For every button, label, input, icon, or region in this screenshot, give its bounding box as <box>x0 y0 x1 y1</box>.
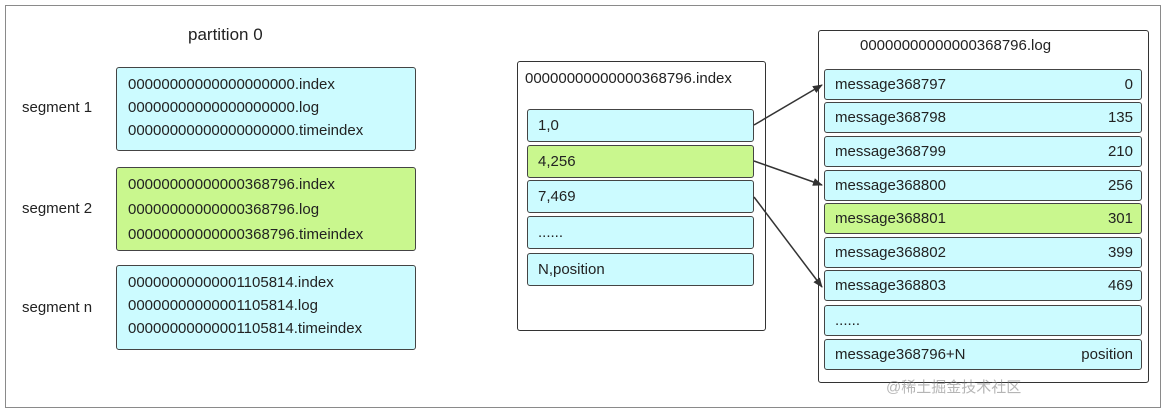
segment-file: 00000000000000368796.timeindex <box>128 226 364 243</box>
log-message-row: message368803 469 <box>824 270 1142 301</box>
segment-file: 00000000000001105814.log <box>128 297 318 314</box>
message-position: 0 <box>1124 76 1133 93</box>
log-message-row: message368796+N position <box>824 339 1142 370</box>
message-position: 135 <box>1107 109 1133 126</box>
index-entry: 1,0 <box>527 109 754 142</box>
message-position: 469 <box>1107 277 1133 294</box>
segment-file: 00000000000000000000.timeindex <box>128 122 364 139</box>
segment-label: segment n <box>22 299 93 316</box>
message-name: message368796+N <box>835 346 966 363</box>
message-name: message368798 <box>835 109 946 126</box>
message-position: 399 <box>1107 244 1133 261</box>
message-name: ...... <box>835 312 861 329</box>
message-position: position <box>1081 346 1133 363</box>
segment-file: 00000000000000000000.index <box>128 76 335 93</box>
log-message-row: ...... <box>824 305 1142 336</box>
message-name: message368801 <box>835 210 946 227</box>
segment-file: 00000000000000368796.index <box>128 176 335 193</box>
index-file-title: 00000000000000368796.index <box>525 70 732 87</box>
segment-files-box: 00000000000000000000.index 0000000000000… <box>116 67 416 151</box>
message-position: 256 <box>1107 177 1133 194</box>
message-name: message368800 <box>835 177 946 194</box>
log-message-row: message368801 301 <box>824 203 1142 234</box>
message-name: message368802 <box>835 244 946 261</box>
log-message-row: message368800 256 <box>824 170 1142 201</box>
arrow-entry-7-469 <box>753 196 823 288</box>
message-name: message368797 <box>835 76 946 93</box>
segment-files-box: 00000000000000368796.index 0000000000000… <box>116 167 416 251</box>
arrow-entry-4-256 <box>753 160 823 186</box>
arrow-entry-1-0 <box>753 84 823 126</box>
log-message-row: message368799 210 <box>824 136 1142 167</box>
message-position: 210 <box>1107 143 1133 160</box>
watermark: @稀土掘金技术社区 <box>886 379 1022 396</box>
segment-file: 00000000000000368796.log <box>128 201 320 218</box>
message-name: message368803 <box>835 277 946 294</box>
index-entry: 4,256 <box>527 145 754 178</box>
index-entry: ...... <box>527 216 754 249</box>
message-position: 301 <box>1107 210 1133 227</box>
segment-file: 00000000000001105814.timeindex <box>128 320 363 337</box>
log-file-title: 00000000000000368796.log <box>860 37 1052 54</box>
log-message-row: message368798 135 <box>824 102 1142 133</box>
segment-label: segment 1 <box>22 99 93 116</box>
index-entry: N,position <box>527 253 754 286</box>
log-message-row: message368797 0 <box>824 69 1142 100</box>
partition-title: partition 0 <box>188 25 263 44</box>
log-message-row: message368802 399 <box>824 237 1142 268</box>
message-name: message368799 <box>835 143 946 160</box>
index-entry: 7,469 <box>527 180 754 213</box>
segment-file: 00000000000000000000.log <box>128 99 320 116</box>
segment-file: 00000000000001105814.index <box>128 274 334 291</box>
segment-label: segment 2 <box>22 200 93 217</box>
segment-files-box: 00000000000001105814.index 0000000000000… <box>116 265 416 350</box>
